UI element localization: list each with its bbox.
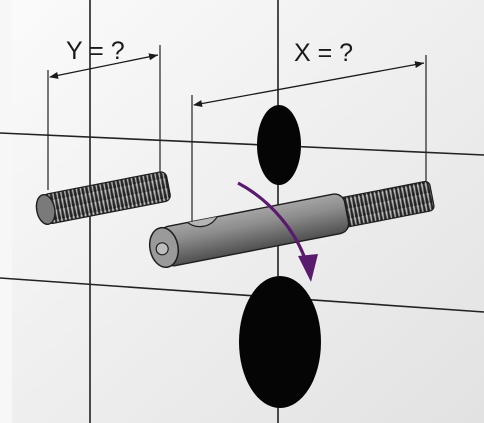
upper-hole (257, 105, 301, 185)
pin-with-thread-icon (148, 180, 435, 269)
x-dimension-arrow (193, 61, 425, 108)
x-dimension-label: X = ? (294, 39, 353, 67)
pin-groove (187, 216, 218, 228)
curved-arrow-head (298, 254, 318, 282)
grid-line-upper-horizontal (0, 132, 484, 156)
threaded-rod-end-face (35, 193, 56, 226)
left-margin-strip (0, 0, 12, 423)
y-dimension-arrow (49, 53, 159, 79)
pin-end-hole (155, 242, 169, 256)
y-dimension-label: Y = ? (66, 37, 125, 65)
lower-hole (239, 276, 321, 408)
dimension-extension-lines (47, 45, 427, 230)
curved-arrow-icon (237, 181, 318, 282)
grid-line-lower-horizontal (0, 277, 484, 313)
threaded-rod-icon (35, 171, 171, 226)
